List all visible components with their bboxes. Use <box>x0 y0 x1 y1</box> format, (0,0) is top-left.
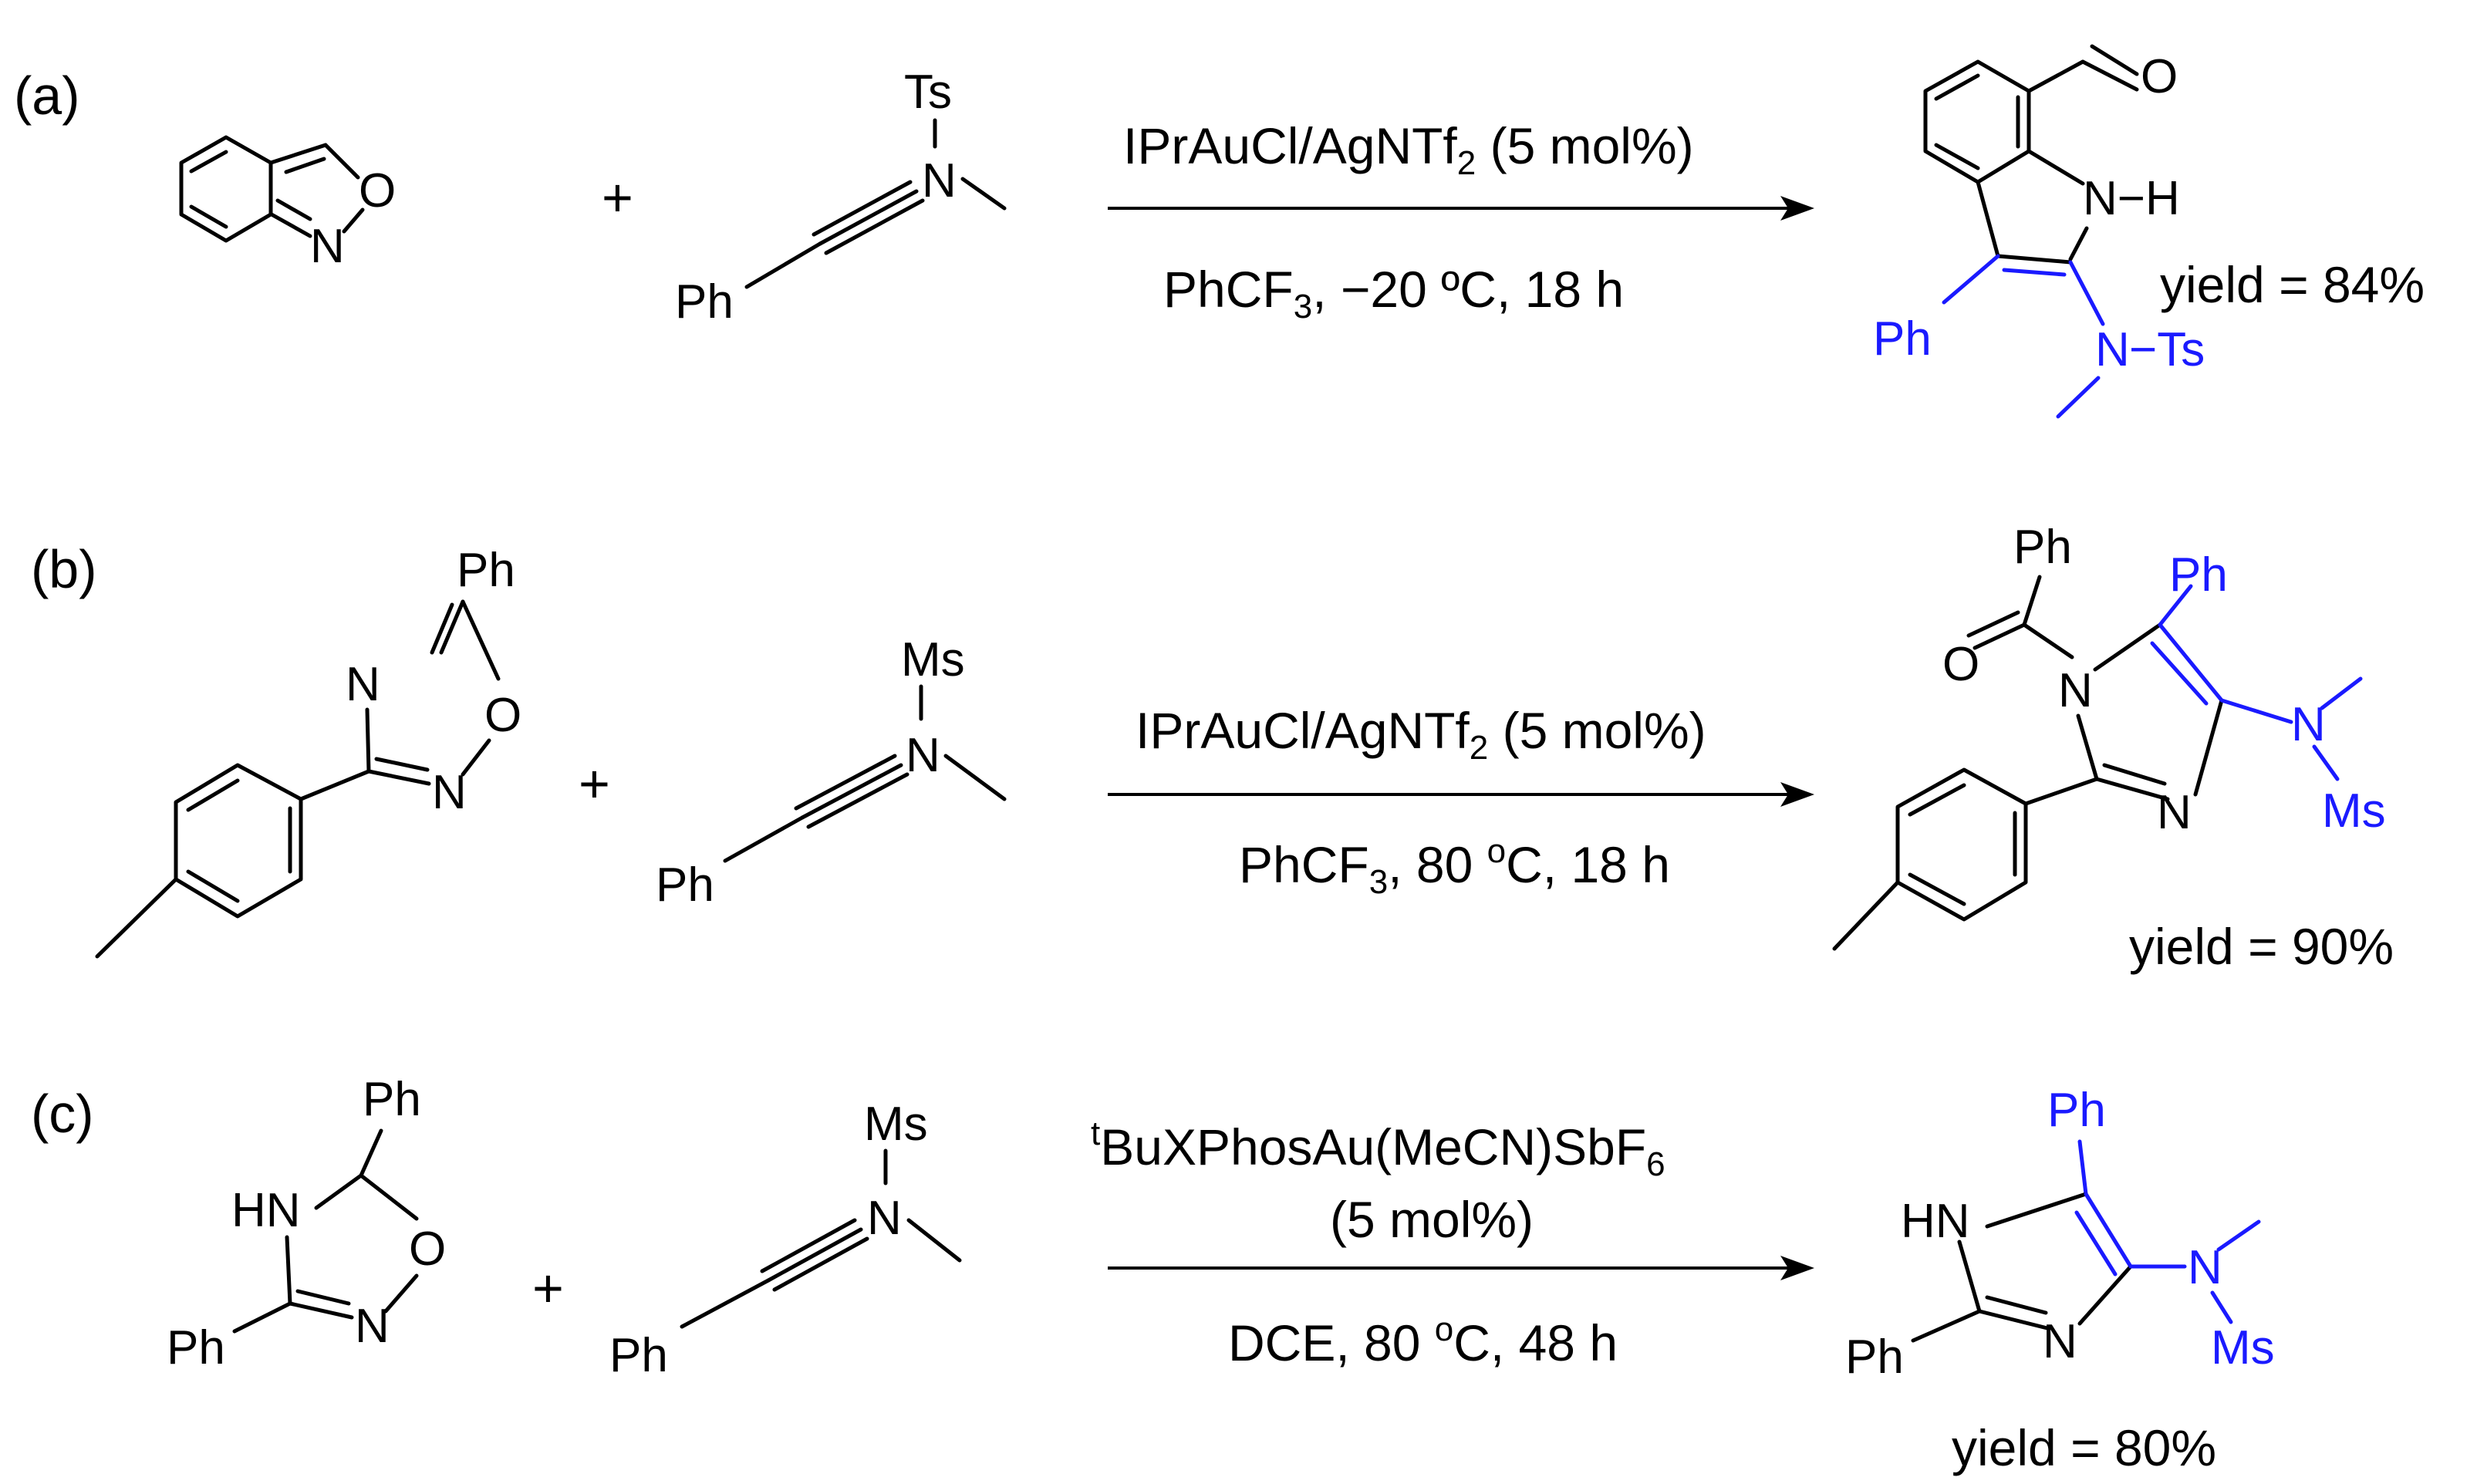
conditions-top-b: IPrAuCl/AgNTf2 (5 mol%) <box>1136 702 1706 767</box>
plus-sign-b: + <box>579 754 610 814</box>
atom-N: N <box>867 1192 902 1245</box>
atom-O: O <box>2141 50 2178 103</box>
conditions-mid-c: (5 mol%) <box>1330 1191 1534 1248</box>
Ph-label: Ph <box>656 858 714 912</box>
reaction-arrow-b <box>1108 782 1814 807</box>
part-label-a: (a) <box>14 66 80 126</box>
N-blue: N <box>2188 1241 2222 1294</box>
atom-O: O <box>484 689 521 742</box>
Ph-label: Ph <box>675 275 734 329</box>
plus-sign-c: + <box>532 1258 564 1318</box>
yield-c: yield = 80% <box>1952 1419 2216 1476</box>
atom-N: N <box>922 154 957 207</box>
conditions-top-a: IPrAuCl/AgNTf2 (5 mol%) <box>1123 117 1694 182</box>
yield-b: yield = 90% <box>2129 918 2394 975</box>
atom-N-bot: N <box>432 766 467 819</box>
Ms-label: Ms <box>864 1098 928 1151</box>
Ph-blue-label: Ph <box>2047 1084 2106 1137</box>
Ph-label: Ph <box>609 1329 668 1382</box>
plus-sign-a: + <box>602 167 633 228</box>
Ms-blue-label: Ms <box>2211 1321 2275 1374</box>
N-blue: N <box>2095 323 2130 376</box>
Ph-top-label: Ph <box>363 1073 421 1126</box>
yield-a: yield = 84% <box>2160 256 2425 313</box>
reaction-arrow-a <box>1108 196 1814 221</box>
Ph-blue-label: Ph <box>2169 548 2228 602</box>
conditions-bottom-b: PhCF3, 80 oC, 18 h <box>1239 832 1670 901</box>
conditions-top-c: tBuXPhosAu(MeCN)SbF6 <box>1091 1115 1665 1183</box>
reactant-c-oxadiazoline: Ph HN O N Ph <box>167 1073 446 1374</box>
product-b-imidazole: Ph O N N Ph N Ms <box>1832 521 2386 951</box>
reactant-b-oxadiazole: Ph N O N <box>95 544 521 959</box>
atom-O: O <box>409 1223 446 1276</box>
atom-N-top: N <box>346 658 380 711</box>
part-label-c: (c) <box>31 1084 94 1144</box>
N-blue: N <box>2291 698 2326 751</box>
atom-N: N <box>310 220 345 273</box>
atom-N1: N <box>2058 664 2093 717</box>
HN-label: HN <box>231 1184 301 1237</box>
part-label-b: (b) <box>31 539 97 599</box>
Ph-label: Ph <box>457 544 515 597</box>
Ms-blue-label: Ms <box>2322 784 2386 838</box>
NH-label: N−H <box>2083 172 2180 225</box>
atom-O: O <box>1942 638 1979 691</box>
conditions-bottom-a: PhCF3, −20 ºC, 18 h <box>1163 261 1624 325</box>
Ph-top-label: Ph <box>2013 521 2072 574</box>
Ts-blue: −Ts <box>2129 323 2205 376</box>
reactant-a-benzisoxazole: O N <box>179 135 396 273</box>
Ph-bot-label: Ph <box>1845 1331 1904 1384</box>
Ms-label: Ms <box>901 633 965 686</box>
atom-N3: N <box>2157 786 2192 839</box>
atom-N: N <box>906 729 940 782</box>
product-c-imidazole: Ph HN N Ph N Ms <box>1845 1084 2275 1384</box>
Ph-label-blue: Ph <box>1873 312 1932 366</box>
atom-O: O <box>359 164 396 218</box>
Ts-label: Ts <box>904 66 952 119</box>
product-a-indole: O N−H Ph N −Ts <box>1873 44 2205 419</box>
HN-label: HN <box>1901 1195 1970 1248</box>
conditions-bottom-c: DCE, 80 oC, 48 h <box>1228 1310 1618 1371</box>
atom-N: N <box>355 1300 390 1353</box>
reaction-arrow-c <box>1108 1256 1814 1280</box>
reactant-b-ynamide: Ms N Ph <box>656 633 1007 912</box>
reactant-c-ynamide: Ms N Ph <box>609 1098 962 1382</box>
Ph-bot-label: Ph <box>167 1321 225 1374</box>
atom-N3: N <box>2043 1315 2077 1368</box>
reactant-a-ynamide: Ts N Ph <box>675 66 1007 329</box>
